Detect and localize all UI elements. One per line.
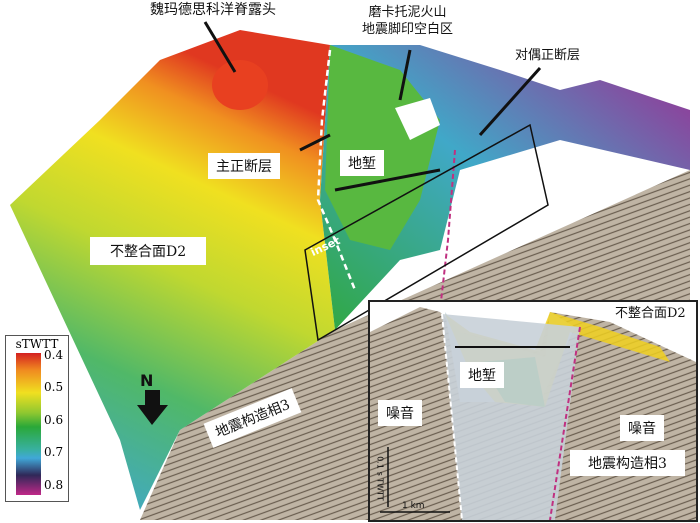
north-label: N: [140, 371, 154, 390]
mud-volcano-label: 磨卡托泥火山 地震脚印空白区: [362, 4, 453, 38]
legend-tick: 0.4: [44, 348, 64, 362]
mud-volcano-blank: [395, 98, 440, 140]
inset-noise-right-label: 噪音: [620, 415, 664, 441]
north-arrow-icon: [137, 390, 168, 425]
legend-tick: 0.6: [44, 413, 64, 427]
legend-title: sTWTT: [15, 337, 59, 351]
inset-graben-label: 地堑: [460, 362, 504, 388]
inset-seismic-facies-label: 地震构造相3: [570, 450, 685, 476]
graben-width-arrow: [334, 168, 441, 192]
conjugate-fault-label: 对偶正断层: [515, 48, 581, 63]
surface-west: [10, 30, 335, 510]
main-fault-line: [316, 49, 357, 291]
main-fault-label: 主正断层: [208, 153, 280, 179]
legend-tick: 0.8: [44, 478, 64, 492]
inset-vertical-scale: 0.1 s TWTT: [375, 456, 385, 501]
inset-outline: [304, 123, 549, 342]
mud-volcano-line2: 地震脚印空白区: [362, 22, 454, 37]
conjugate-fault-arrow: [478, 66, 542, 137]
inset-cross-section: 不整合面D2 地堑 噪音 噪音 地震构造相3 0.1 s TWTT 1 km: [368, 300, 698, 522]
mud-volcano-arrow: [398, 49, 412, 101]
legend-colorbar: [16, 353, 41, 495]
inset-noise-left-label: 噪音: [378, 400, 422, 426]
legend-tick: 0.7: [44, 445, 64, 459]
inset-unconformity-label: 不整合面D2: [615, 306, 686, 321]
color-legend: sTWTT 0.4 0.5 0.6 0.7 0.8: [5, 335, 69, 502]
ridge-outcrop-label: 魏玛德思科洋脊露头: [150, 2, 276, 18]
ridge-outcrop-peak: [212, 60, 268, 110]
legend-tick: 0.5: [44, 380, 64, 394]
graben-floor: [325, 45, 440, 250]
graben-label: 地堑: [340, 150, 384, 176]
unconformity-label: 不整合面D2: [90, 237, 207, 265]
ridge-arrow: [203, 21, 237, 73]
conjugate-fault-line: [439, 149, 456, 311]
main-fault-arrow: [299, 133, 331, 152]
mud-volcano-line1: 磨卡托泥火山: [368, 5, 447, 20]
inset-horizontal-scale: 1 km: [402, 501, 425, 511]
